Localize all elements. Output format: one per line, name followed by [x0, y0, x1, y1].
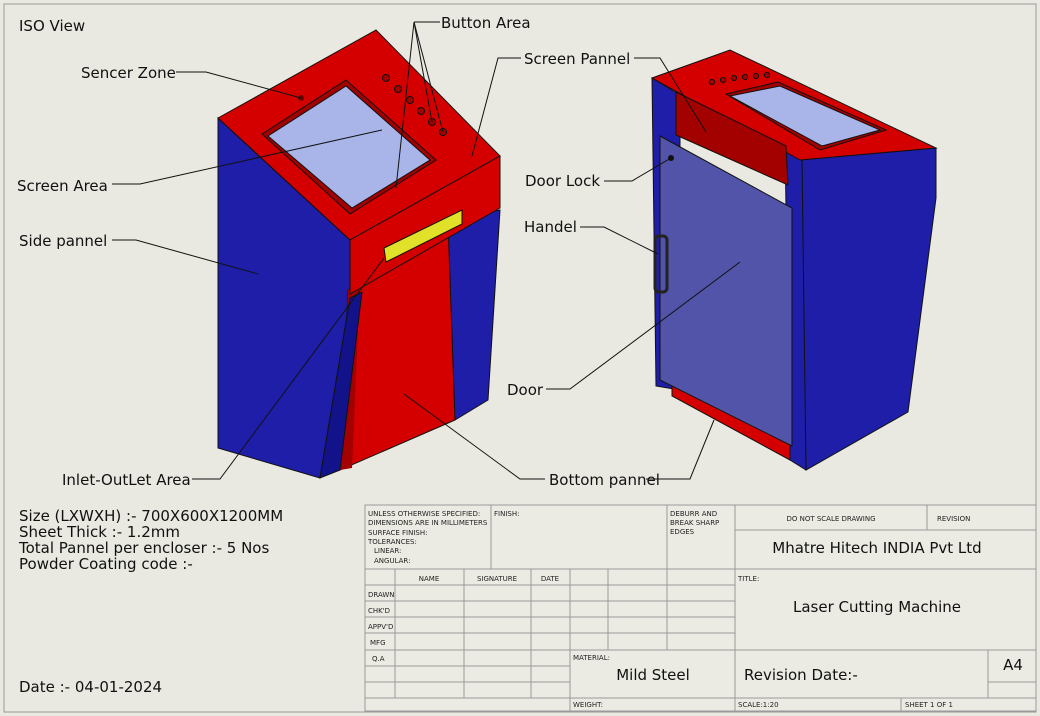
callout-sencer-zone: Sencer Zone [81, 64, 176, 82]
tb-material-label: MATERIAL: [573, 654, 610, 662]
tb-unless-6: ANGULAR: [374, 557, 410, 565]
callout-inlet-outlet: Inlet-OutLet Area [62, 471, 191, 489]
tb-col-name: NAME [419, 575, 440, 583]
tb-unless-3: SURFACE FINISH: [368, 529, 427, 537]
button-3 [406, 96, 414, 104]
tb-row-qa: Q.A [372, 655, 385, 663]
tb-do-not-scale: DO NOT SCALE DRAWING [786, 515, 875, 523]
tb-weight: WEIGHT: [573, 701, 603, 709]
tb-sheet: SHEET 1 OF 1 [905, 701, 953, 709]
right-enclosure [650, 49, 938, 471]
tb-revision-date: Revision Date:- [744, 666, 858, 684]
tb-row-appvd: APPV'D [368, 623, 393, 631]
leader-lines [112, 21, 741, 480]
title-block-frame [364, 504, 1037, 712]
callout-door: Door [507, 381, 544, 399]
tb-company: Mhatre Hitech INDIA Pvt Ltd [772, 539, 981, 557]
spec-sheet-thick: Sheet Thick :- 1.2mm [19, 523, 180, 541]
spec-size: Size (LXWXH) :- 700X600X1200MM [19, 507, 283, 525]
button-1 [382, 74, 390, 82]
spec-total-pannel: Total Pannel per encloser :- 5 Nos [18, 539, 269, 557]
tb-title-label: TITLE: [737, 575, 759, 583]
inlet-outlet-slot [383, 209, 463, 263]
tb-col-signature: SIGNATURE [477, 575, 517, 583]
right-door [659, 135, 793, 447]
tb-row-chkd: CHK'D [368, 607, 390, 615]
tb-row-drawn: DRAWN [368, 591, 395, 599]
tb-deburr-1: DEBURR AND [670, 510, 717, 518]
tb-deburr-3: EDGES [670, 528, 695, 536]
right-screen-pannel [675, 91, 789, 186]
tb-scale: SCALE:1:20 [738, 701, 779, 709]
left-enclosure [217, 29, 501, 479]
left-screen-glass [267, 85, 431, 209]
spec-date: Date :- 04-01-2024 [19, 678, 162, 696]
tb-deburr-2: BREAK SHARP [670, 519, 719, 527]
right-screen-glass [728, 85, 882, 147]
view-title: ISO View [19, 17, 85, 35]
top-button-3 [730, 74, 738, 82]
callout-bottom-pannel: Bottom pannel [549, 471, 660, 489]
tb-unless-2: DIMENSIONS ARE IN MILLIMETERS [368, 519, 488, 527]
callout-door-lock: Door Lock [525, 172, 600, 190]
tb-unless-1: UNLESS OTHERWISE SPECIFIED: [368, 510, 480, 518]
callout-handel: Handel [524, 218, 577, 236]
title-block: UNLESS OTHERWISE SPECIFIED: DIMENSIONS A… [364, 504, 1037, 712]
callout-screen-pannel: Screen Pannel [524, 50, 630, 68]
callout-screen-area: Screen Area [17, 177, 108, 195]
left-side-shade [319, 291, 363, 479]
callout-button-area: Button Area [441, 14, 531, 32]
tb-row-mfg: MFG [370, 639, 386, 647]
door-handle-icon [653, 234, 669, 294]
tb-size-code: A4 [1003, 656, 1023, 674]
tb-revision: REVISION [937, 515, 970, 523]
tb-unless-4: TOLERANCES: [367, 538, 417, 546]
button-2 [394, 85, 402, 93]
tb-finish: FINISH: [494, 510, 519, 518]
tb-col-date: DATE [541, 575, 559, 583]
spec-powder-coating: Powder Coating code :- [19, 555, 193, 573]
top-button-2 [719, 76, 727, 84]
callout-side-pannel: Side pannel [19, 232, 107, 250]
sheet-border [3, 3, 1037, 713]
tb-unless-5: LINEAR: [374, 547, 401, 555]
top-button-1 [708, 78, 716, 86]
right-side-panel [799, 147, 937, 471]
tb-material: Mild Steel [616, 666, 690, 684]
tb-title: Laser Cutting Machine [793, 598, 961, 616]
button-4 [417, 107, 425, 115]
top-button-4 [741, 73, 749, 81]
top-button-5 [752, 72, 760, 80]
top-button-6 [763, 71, 771, 79]
